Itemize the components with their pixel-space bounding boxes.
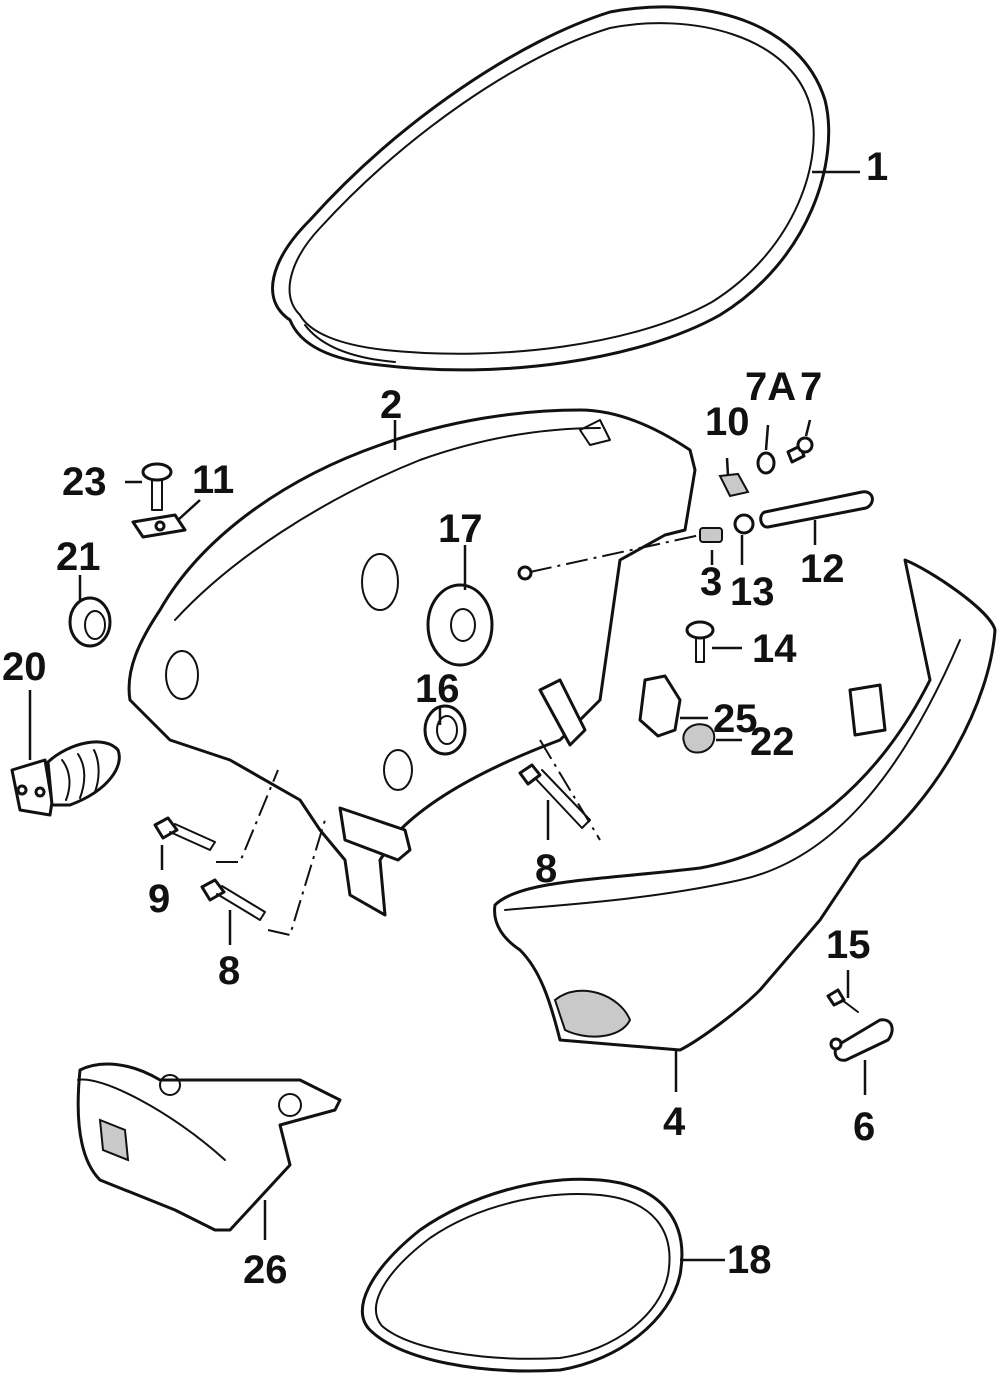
screw-23 bbox=[141, 462, 173, 511]
callout-7: 7 bbox=[800, 365, 822, 409]
rubber-nut-22 bbox=[682, 723, 716, 754]
bracket-25 bbox=[638, 674, 682, 738]
retainer-clip bbox=[829, 1018, 894, 1062]
callout-14: 14 bbox=[752, 627, 797, 671]
grommet-16 bbox=[423, 704, 467, 756]
bolt-8-right bbox=[518, 763, 591, 829]
callout-8-right: 8 bbox=[535, 847, 557, 891]
cowl-inner-tab bbox=[848, 683, 887, 737]
bolt-9-dash bbox=[216, 769, 279, 863]
cowl-grip-recess bbox=[553, 989, 632, 1038]
callout-7a: 7A bbox=[745, 365, 796, 409]
screw-7 bbox=[786, 436, 814, 464]
callout-22: 22 bbox=[750, 720, 795, 764]
callout-3: 3 bbox=[700, 560, 722, 604]
starboard-lower-cowl bbox=[493, 558, 997, 1052]
bolt-8-left-dash bbox=[267, 819, 326, 937]
callout-8-left: 8 bbox=[218, 949, 240, 993]
screw-15 bbox=[826, 988, 859, 1013]
rod-12 bbox=[759, 490, 874, 529]
vent-hole-upper bbox=[361, 553, 399, 611]
leader-3-dash bbox=[529, 534, 701, 573]
leader-7a bbox=[764, 424, 770, 451]
stud bbox=[699, 527, 723, 543]
leader-10 bbox=[725, 457, 730, 477]
callout-17: 17 bbox=[438, 507, 483, 551]
washer-7a bbox=[756, 451, 776, 475]
nut-clip-10 bbox=[718, 472, 750, 498]
bolt-8-left bbox=[200, 878, 266, 921]
bushing-21 bbox=[68, 596, 112, 648]
bolt-8-right-dash bbox=[539, 739, 601, 841]
callout-21: 21 bbox=[56, 535, 101, 579]
boot-20 bbox=[10, 740, 121, 817]
cowl-bore bbox=[165, 650, 199, 700]
washer-icon bbox=[517, 565, 533, 581]
top-cowl-seal bbox=[271, 5, 831, 372]
bottom-seal-ring bbox=[360, 1177, 684, 1373]
screw-14 bbox=[685, 620, 715, 663]
port-lower-cowl bbox=[127, 408, 697, 917]
cowl-latch-boss bbox=[538, 678, 587, 747]
callout-25: 25 bbox=[713, 697, 758, 741]
callout-9: 9 bbox=[148, 877, 170, 921]
callout-10: 10 bbox=[705, 400, 750, 444]
pan-bracket-26 bbox=[76, 1062, 342, 1232]
callout-4: 4 bbox=[663, 1100, 686, 1144]
callout-16: 16 bbox=[415, 667, 460, 711]
callout-26: 26 bbox=[243, 1248, 288, 1292]
bolt-9 bbox=[153, 816, 216, 851]
callout-11: 11 bbox=[192, 458, 234, 502]
callout-13: 13 bbox=[730, 570, 775, 614]
callout-18: 18 bbox=[727, 1238, 772, 1282]
callout-2: 2 bbox=[380, 383, 402, 427]
callout-20: 20 bbox=[2, 645, 47, 689]
callout-12: 12 bbox=[800, 547, 845, 591]
leader-11 bbox=[177, 499, 201, 521]
callout-15: 15 bbox=[826, 923, 871, 967]
callout-23: 23 bbox=[62, 460, 107, 504]
cowl-pivot-boss bbox=[338, 806, 412, 862]
leader-7 bbox=[804, 419, 812, 437]
seal-disk-17 bbox=[426, 583, 494, 667]
callout-6: 6 bbox=[853, 1105, 875, 1149]
spring-clip-13 bbox=[733, 513, 755, 535]
callout-1: 1 bbox=[866, 145, 888, 189]
vent-hole-lower bbox=[383, 749, 413, 791]
